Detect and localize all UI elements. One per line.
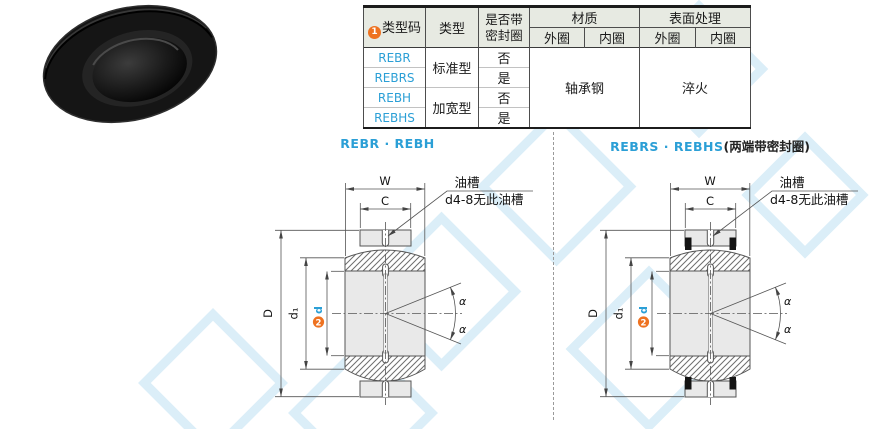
material-value: 轴承钢 [529, 47, 640, 128]
angle-label-upper: α [784, 295, 792, 308]
header-type: 类型 [425, 6, 479, 48]
outer-ring-section-top [669, 249, 751, 272]
header-surface-outer: 外圈 [639, 27, 696, 48]
product-photo-bearing [42, 4, 218, 124]
seal-bottom-left [685, 377, 692, 390]
dim-label-sphere-dia: d₁ [612, 308, 626, 320]
dim-label-outer-dia: D [586, 309, 600, 318]
dimension-lines [600, 183, 858, 398]
diagram-title-left: REBR · REBH [340, 136, 435, 151]
header-material: 材质 [529, 6, 640, 28]
seal-value: 否 [478, 87, 530, 108]
diagram-title-right: REBRS · REBHS(两端带密封圈) [577, 136, 843, 155]
dim-label-width: W [379, 174, 390, 188]
dim-label-bore: d [637, 306, 650, 314]
table-row: REBRS 是 [363, 67, 751, 88]
header-material-outer: 外圈 [529, 27, 585, 48]
dim-label-bore: d [312, 306, 325, 314]
header-material-inner: 内圈 [584, 27, 640, 48]
seal-top-right [729, 237, 736, 250]
seal-value: 否 [478, 47, 530, 68]
drawing-rebrs-rebhs: α α W C D d₁ 2 d 油槽 d4-8无此油槽 [586, 174, 858, 405]
header-seal: 是否带 密封圈 [478, 6, 530, 48]
tilt-angle-callout [385, 282, 462, 345]
type-code-badge: 1 [367, 25, 381, 39]
drawing-rebr-rebh: α α W C D d₁ 2 d 油槽 d4-8无此油槽 [261, 174, 533, 405]
header-surface: 表面处理 [639, 6, 751, 28]
outer-ring-section-top [344, 249, 426, 272]
seal-top-left [685, 237, 692, 250]
oil-groove-label: 油槽 [779, 175, 804, 190]
seal-rings [685, 237, 736, 390]
table-row: REBHS 是 [363, 107, 751, 128]
type-code-link[interactable]: REBRS [363, 67, 426, 88]
type-group-standard: 标准型 [425, 47, 479, 88]
oil-groove-label: 油槽 [454, 175, 479, 190]
dim-label-outer-width: C [381, 194, 389, 208]
type-code-link[interactable]: REBH [363, 87, 426, 108]
type-group-widened: 加宽型 [425, 87, 479, 128]
seal-value: 是 [478, 67, 530, 88]
angle-label-lower: α [784, 323, 792, 336]
diagram-title-right-note: (两端带密封圈) [723, 139, 810, 154]
dimension-lines [275, 183, 533, 398]
dim-label-sphere-dia: d₁ [287, 308, 301, 320]
bearing-cross-section [344, 229, 426, 398]
bore-dim-badge [312, 316, 325, 328]
outer-ring-section-bottom [669, 355, 751, 382]
dim-label-width: W [704, 174, 715, 188]
table-row: REBH 加宽型 否 [363, 87, 751, 128]
dim-label-outer-width: C [706, 194, 714, 208]
section-divider [553, 132, 554, 420]
dim-label-outer-dia: D [261, 309, 275, 318]
header-surface-inner: 内圈 [695, 27, 751, 48]
oil-groove-note: d4-8无此油槽 [445, 192, 523, 207]
angle-label-upper: α [459, 295, 467, 308]
seal-value: 是 [478, 107, 530, 128]
type-code-link[interactable]: REBR [363, 47, 426, 68]
diagram-title-right-codes: REBRS · REBHS [610, 139, 724, 154]
tilt-angle-callout [710, 282, 787, 345]
seal-bottom-right [729, 377, 736, 390]
outer-ring-section-bottom [344, 355, 426, 382]
oil-groove-note: d4-8无此油槽 [770, 192, 848, 207]
bore-dim-badge [637, 316, 650, 328]
type-code-link[interactable]: REBHS [363, 107, 426, 128]
bore-dim-badge-number: 2 [641, 318, 647, 328]
table-row: REBR 标准型 否 轴承钢 淬火 [363, 47, 751, 128]
bore-dim-badge-number: 2 [316, 318, 322, 328]
surface-value: 淬火 [639, 47, 751, 128]
angle-label-lower: α [459, 323, 467, 336]
